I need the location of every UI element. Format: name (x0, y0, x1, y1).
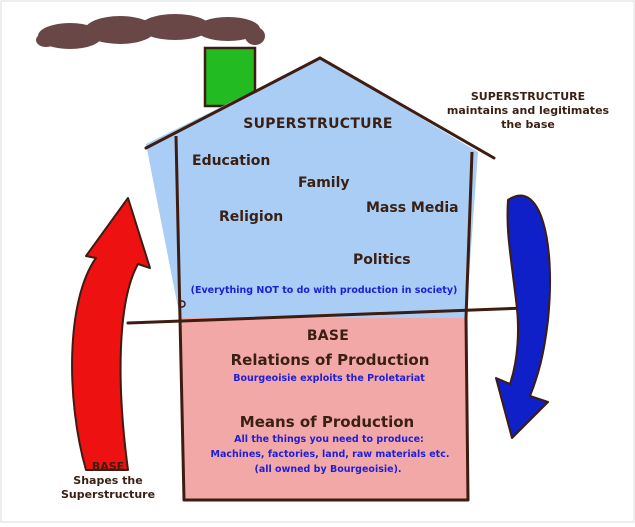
base-title: BASE (306, 328, 350, 344)
superstructure-title: SUPERSTRUCTURE (243, 116, 393, 132)
superstructure-area (146, 58, 478, 318)
arrow-base-shapes-superstructure (71, 197, 151, 471)
base-area (180, 318, 468, 500)
relations-of-production-title: Relations of Production (230, 351, 430, 369)
item-mass-media: Mass Media (366, 200, 459, 216)
house-walls (174, 135, 474, 502)
right-caption-line-3: the base (501, 118, 555, 131)
item-family: Family (298, 175, 350, 191)
relations-of-production-note: Bourgeoisie exploits the Proletariat (233, 373, 425, 384)
superstructure-note: (Everything NOT to do with production in… (190, 285, 458, 296)
item-religion: Religion (219, 209, 284, 225)
smoke (36, 14, 265, 49)
left-caption-line-1: BASE (91, 460, 125, 473)
means-of-production-line-2: Machines, factories, land, raw materials… (210, 449, 450, 460)
divider-dot (178, 300, 186, 308)
chimney (203, 46, 257, 108)
means-of-production-line-3: (all owned by Bourgeoisie). (254, 464, 402, 475)
left-caption: BASE Shapes the Superstructure (61, 460, 155, 502)
left-caption-line-2: Shapes the (73, 474, 143, 487)
means-of-production-title: Means of Production (239, 413, 415, 431)
right-caption-line-2: maintains and legitimates (446, 104, 610, 117)
right-caption-line-1: SUPERSTRUCTURE (470, 90, 586, 103)
roof-line (144, 56, 496, 160)
right-caption: SUPERSTRUCTURE maintains and legitimates… (447, 90, 609, 132)
means-of-production-line-1: All the things you need to produce: (234, 434, 424, 445)
arrow-superstructure-maintains-base (495, 194, 551, 439)
left-caption-line-3: Superstructure (60, 488, 156, 501)
base-divider-line (126, 306, 528, 325)
item-politics: Politics (353, 252, 411, 268)
item-education: Education (192, 153, 271, 169)
